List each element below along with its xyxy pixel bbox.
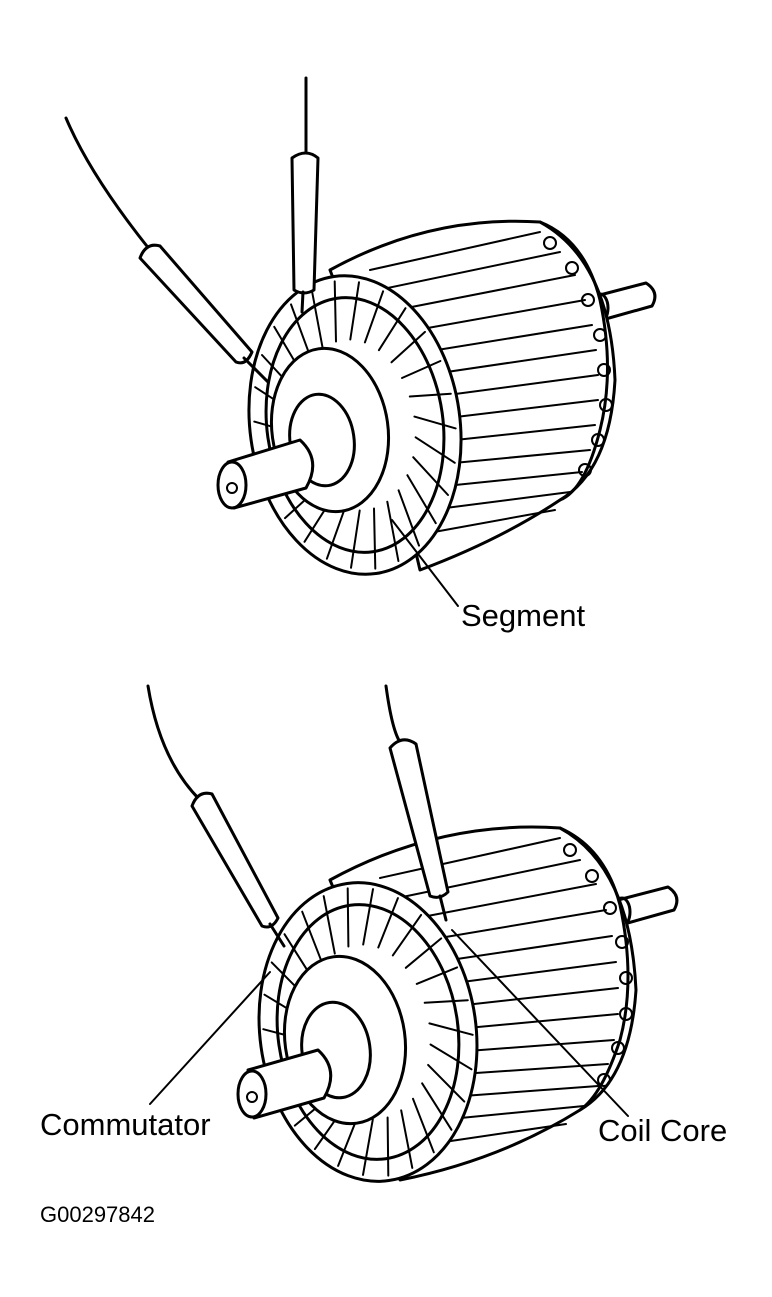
commutator-segment-line bbox=[413, 415, 457, 430]
commutator-segment-line bbox=[373, 507, 377, 570]
commutator-top bbox=[247, 274, 463, 576]
segment-label: Segment bbox=[461, 598, 586, 633]
commutator-segment-line bbox=[301, 910, 324, 967]
commutator-segment-line bbox=[401, 360, 442, 379]
commutator-segment-line bbox=[400, 1109, 414, 1169]
commutator-label: Commutator bbox=[40, 1107, 211, 1142]
commutator-segment-line bbox=[333, 280, 337, 343]
commutator-segment-line bbox=[377, 307, 407, 352]
front-shaft-top bbox=[216, 438, 315, 510]
test-probe-right-bottom bbox=[384, 684, 450, 922]
armature-bottom bbox=[146, 684, 679, 1183]
commutator-segment-line bbox=[390, 330, 426, 364]
commutator-segment-line bbox=[346, 887, 350, 948]
commutator-bottom bbox=[257, 881, 479, 1183]
commutator-segment-line bbox=[322, 895, 336, 955]
commutator-segment-line bbox=[406, 474, 437, 525]
commutator-segment-line bbox=[362, 1118, 374, 1176]
commutator-segment-line bbox=[363, 290, 385, 344]
commutator-segment-line bbox=[325, 506, 347, 560]
commutator-segment-line bbox=[429, 1043, 473, 1071]
commutator-segment-line bbox=[415, 966, 459, 985]
commutator-segment-line bbox=[428, 1022, 474, 1036]
commutator-segment-line bbox=[421, 1082, 453, 1131]
coil-core-label: Coil Core bbox=[598, 1113, 728, 1148]
commutator-segment-line bbox=[423, 999, 469, 1004]
commutator-segment-line bbox=[408, 392, 452, 398]
commutator-segment-line bbox=[412, 456, 449, 496]
commutator-segment-line bbox=[414, 436, 456, 464]
commutator-segment-line bbox=[397, 489, 420, 547]
commutator-segment-line bbox=[377, 897, 399, 949]
commutator-segment-line bbox=[349, 281, 360, 341]
test-probe-right-top bbox=[290, 76, 320, 314]
commutator-leader-line bbox=[149, 971, 271, 1105]
commutator-segment-line bbox=[350, 509, 361, 569]
test-probe-left-top bbox=[64, 116, 270, 384]
commutator-segment-line bbox=[412, 1097, 435, 1154]
commutator-segment-line bbox=[391, 913, 423, 957]
coil-core-leader-line bbox=[451, 929, 629, 1117]
front-shaft-bottom bbox=[236, 1048, 333, 1120]
commutator-segment-line bbox=[386, 500, 400, 562]
commutator-segment-line bbox=[386, 1116, 390, 1177]
test-probe-left-bottom bbox=[146, 684, 286, 948]
commutator-segment-line bbox=[310, 288, 324, 350]
commutator-segment-line bbox=[362, 888, 374, 946]
commutator-segment-line bbox=[427, 1063, 466, 1103]
commutator-segment-line bbox=[404, 937, 443, 969]
armature-top bbox=[64, 76, 657, 607]
segment-leader-line bbox=[391, 519, 459, 607]
figure-id: G00297842 bbox=[40, 1202, 155, 1227]
